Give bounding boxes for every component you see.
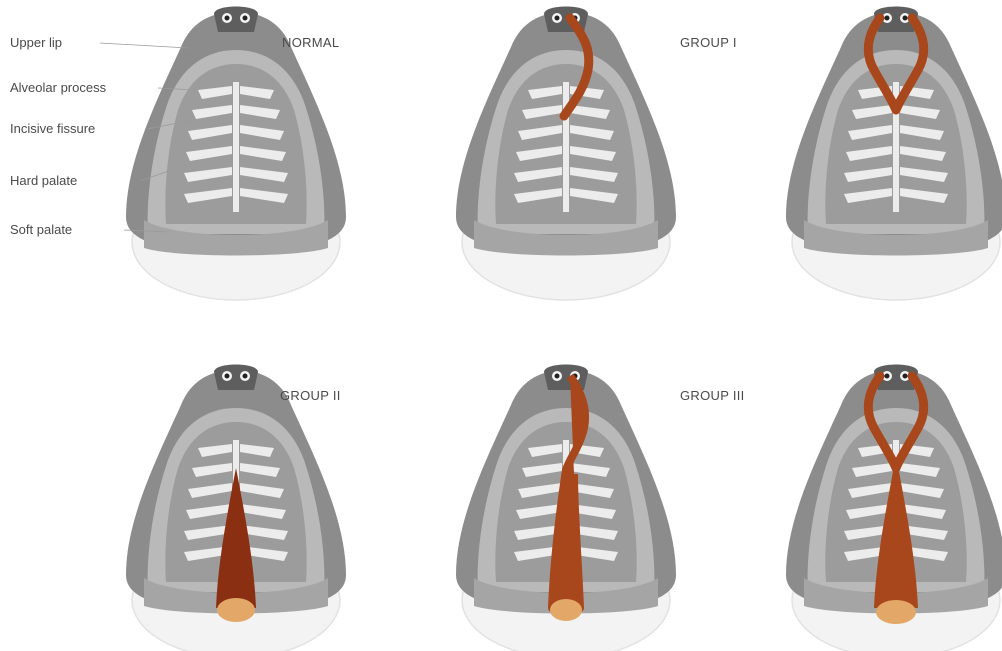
- label-incisive-fissure: Incisive fissure: [10, 121, 95, 136]
- title-group-3: GROUP III: [680, 388, 745, 403]
- label-upper-lip: Upper lip: [10, 35, 62, 50]
- palate-group3-bilateral: [786, 365, 1002, 651]
- title-group-2: GROUP II: [280, 388, 341, 403]
- palate-normal: [126, 7, 346, 301]
- title-group-1: GROUP I: [680, 35, 737, 50]
- palate-group1-unilateral: [456, 7, 676, 301]
- label-hard-palate: Hard palate: [10, 173, 77, 188]
- palate-group3-unilateral: [456, 365, 676, 651]
- label-soft-palate: Soft palate: [10, 222, 72, 237]
- title-normal: NORMAL: [282, 35, 339, 50]
- label-alveolar-process: Alveolar process: [10, 80, 107, 95]
- palate-group2: [126, 365, 346, 651]
- palate-group1-bilateral: [786, 7, 1002, 301]
